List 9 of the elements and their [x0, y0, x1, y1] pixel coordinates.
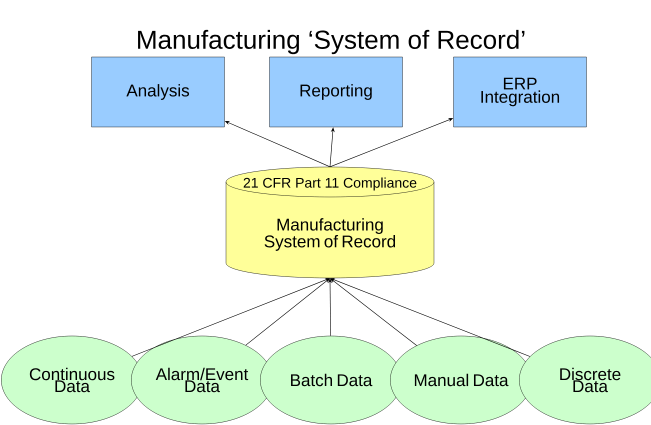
arrow [132, 278, 330, 357]
title: Manufacturing ‘System of Record’ [138, 30, 524, 54]
process-box: Analysis [91, 56, 225, 128]
arrow [245, 278, 330, 346]
process-box: ERP Integration [453, 56, 587, 128]
arrow [330, 278, 417, 346]
database-cylinder: 21 CFR Part 11 Compliance Manufacturing System of Record [226, 166, 434, 278]
process-box: Reporting [269, 56, 403, 128]
arrow [330, 278, 530, 357]
